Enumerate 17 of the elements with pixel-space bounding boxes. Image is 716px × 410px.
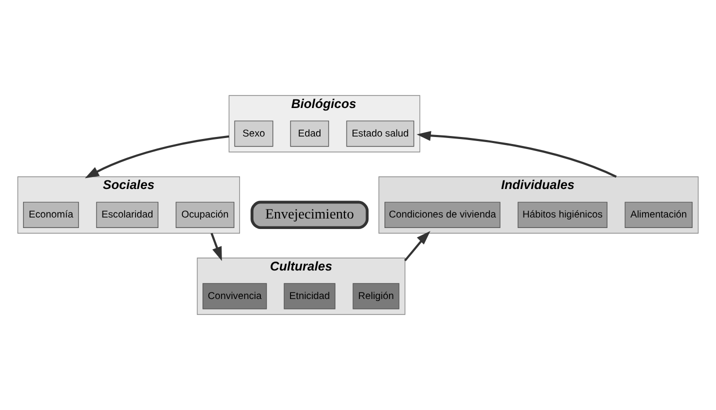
node-box: Ocupación xyxy=(176,202,234,228)
arrow xyxy=(84,135,230,178)
node-box: Etnicidad xyxy=(284,283,336,310)
arrow xyxy=(416,131,617,178)
node-box: Convivencia xyxy=(202,283,267,310)
arrow xyxy=(210,232,222,261)
node-box: Alimentación xyxy=(624,202,693,228)
arrow xyxy=(404,231,430,262)
node-box: Condiciones de vivienda xyxy=(384,202,500,228)
node-box: Escolaridad xyxy=(96,202,158,228)
node-box: Estado salud xyxy=(346,120,414,147)
node-box: Economía xyxy=(23,202,79,228)
node-box: Hábitos higiénicos xyxy=(518,202,608,228)
node-box: Edad xyxy=(290,120,330,147)
node-box: Religión xyxy=(352,283,400,310)
node-box: Envejecimiento xyxy=(250,200,369,230)
node-box: Sexo xyxy=(234,120,274,147)
